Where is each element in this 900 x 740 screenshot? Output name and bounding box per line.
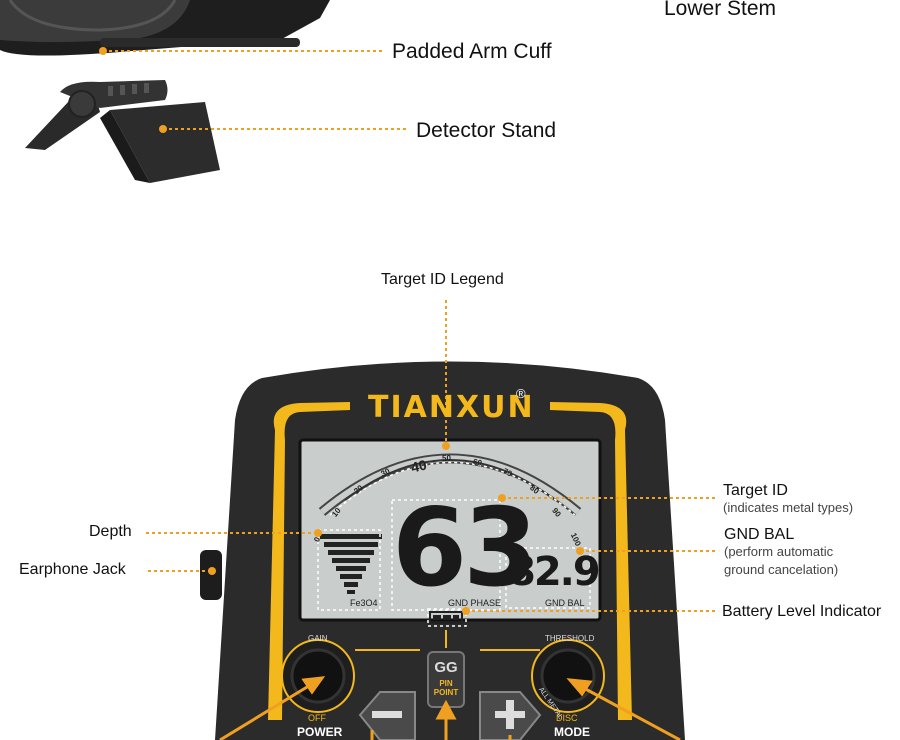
battery-callout: Battery Level Indicator — [722, 603, 882, 620]
mode-label: MODE — [554, 725, 590, 739]
stand-image — [25, 80, 220, 183]
gnd-bal-small-label: GND BAL — [545, 598, 585, 608]
disc-label: DISC — [556, 713, 578, 723]
control-box — [200, 361, 685, 740]
gnd-bal-callout: GND BAL — [724, 526, 795, 543]
threshold-label: THRESHOLD — [545, 634, 595, 643]
earphone-jack[interactable] — [200, 550, 222, 600]
gg-label: GG — [434, 659, 458, 676]
earphone-callout: Earphone Jack — [19, 561, 126, 578]
gnd-phase-label: GND PHASE — [448, 598, 502, 608]
gnd-bal-note-2: ground cancelation) — [724, 562, 839, 577]
pin-label: PIN — [439, 679, 453, 688]
scale-tick-label: 40 — [408, 456, 428, 476]
gain-label: GAIN — [308, 634, 328, 643]
arm-cuff-image — [0, 0, 330, 56]
depth-callout: Depth — [89, 523, 132, 540]
registered-mark: ® — [516, 386, 526, 401]
arm-cuff-label: Padded Arm Cuff — [392, 40, 552, 63]
fe-label: Fe3O4 — [350, 598, 378, 608]
stand-label: Detector Stand — [416, 119, 557, 142]
pinpoint-button[interactable]: GG PIN POINT — [428, 652, 464, 707]
power-gain-knob[interactable] — [282, 640, 354, 712]
power-label: POWER — [297, 725, 343, 739]
point-label: POINT — [433, 688, 459, 697]
brand-logo: TIANXUN — [368, 390, 535, 425]
legend-callout: Target ID Legend — [381, 271, 504, 288]
gnd-bal-readout: 82.9 — [508, 549, 601, 595]
minus-button[interactable] — [360, 692, 416, 740]
off-label: OFF — [308, 713, 326, 723]
scale-tick-label: 50 — [442, 454, 451, 463]
target-id-callout: Target ID — [723, 482, 788, 499]
plus-button[interactable] — [480, 692, 540, 740]
target-id-readout: 63 — [392, 486, 538, 611]
mode-threshold-knob[interactable] — [532, 640, 604, 712]
target-id-note: (indicates metal types) — [723, 500, 854, 515]
lower-stem-label: Lower Stem — [664, 0, 777, 20]
gnd-bal-note-1: (perform automatic — [724, 544, 834, 559]
